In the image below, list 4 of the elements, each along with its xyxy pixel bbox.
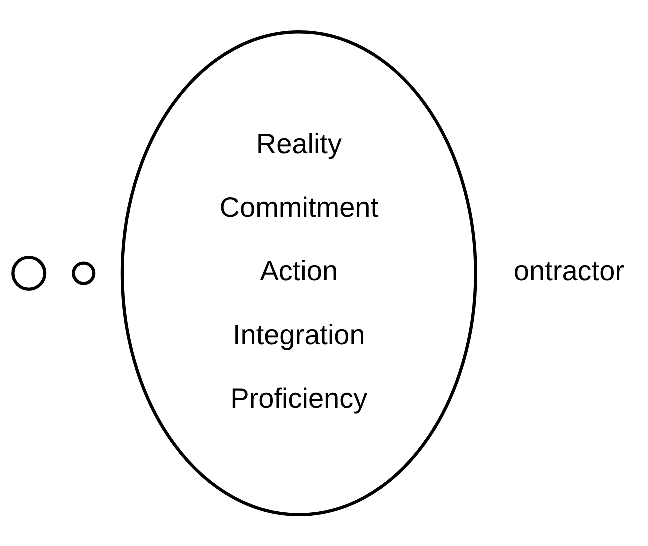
node-circle [72,261,96,285]
node-ellipse: Reality Commitment Action Integration Proficiency [120,30,478,516]
label: ontractor [514,255,624,286]
node-circle [12,256,47,291]
